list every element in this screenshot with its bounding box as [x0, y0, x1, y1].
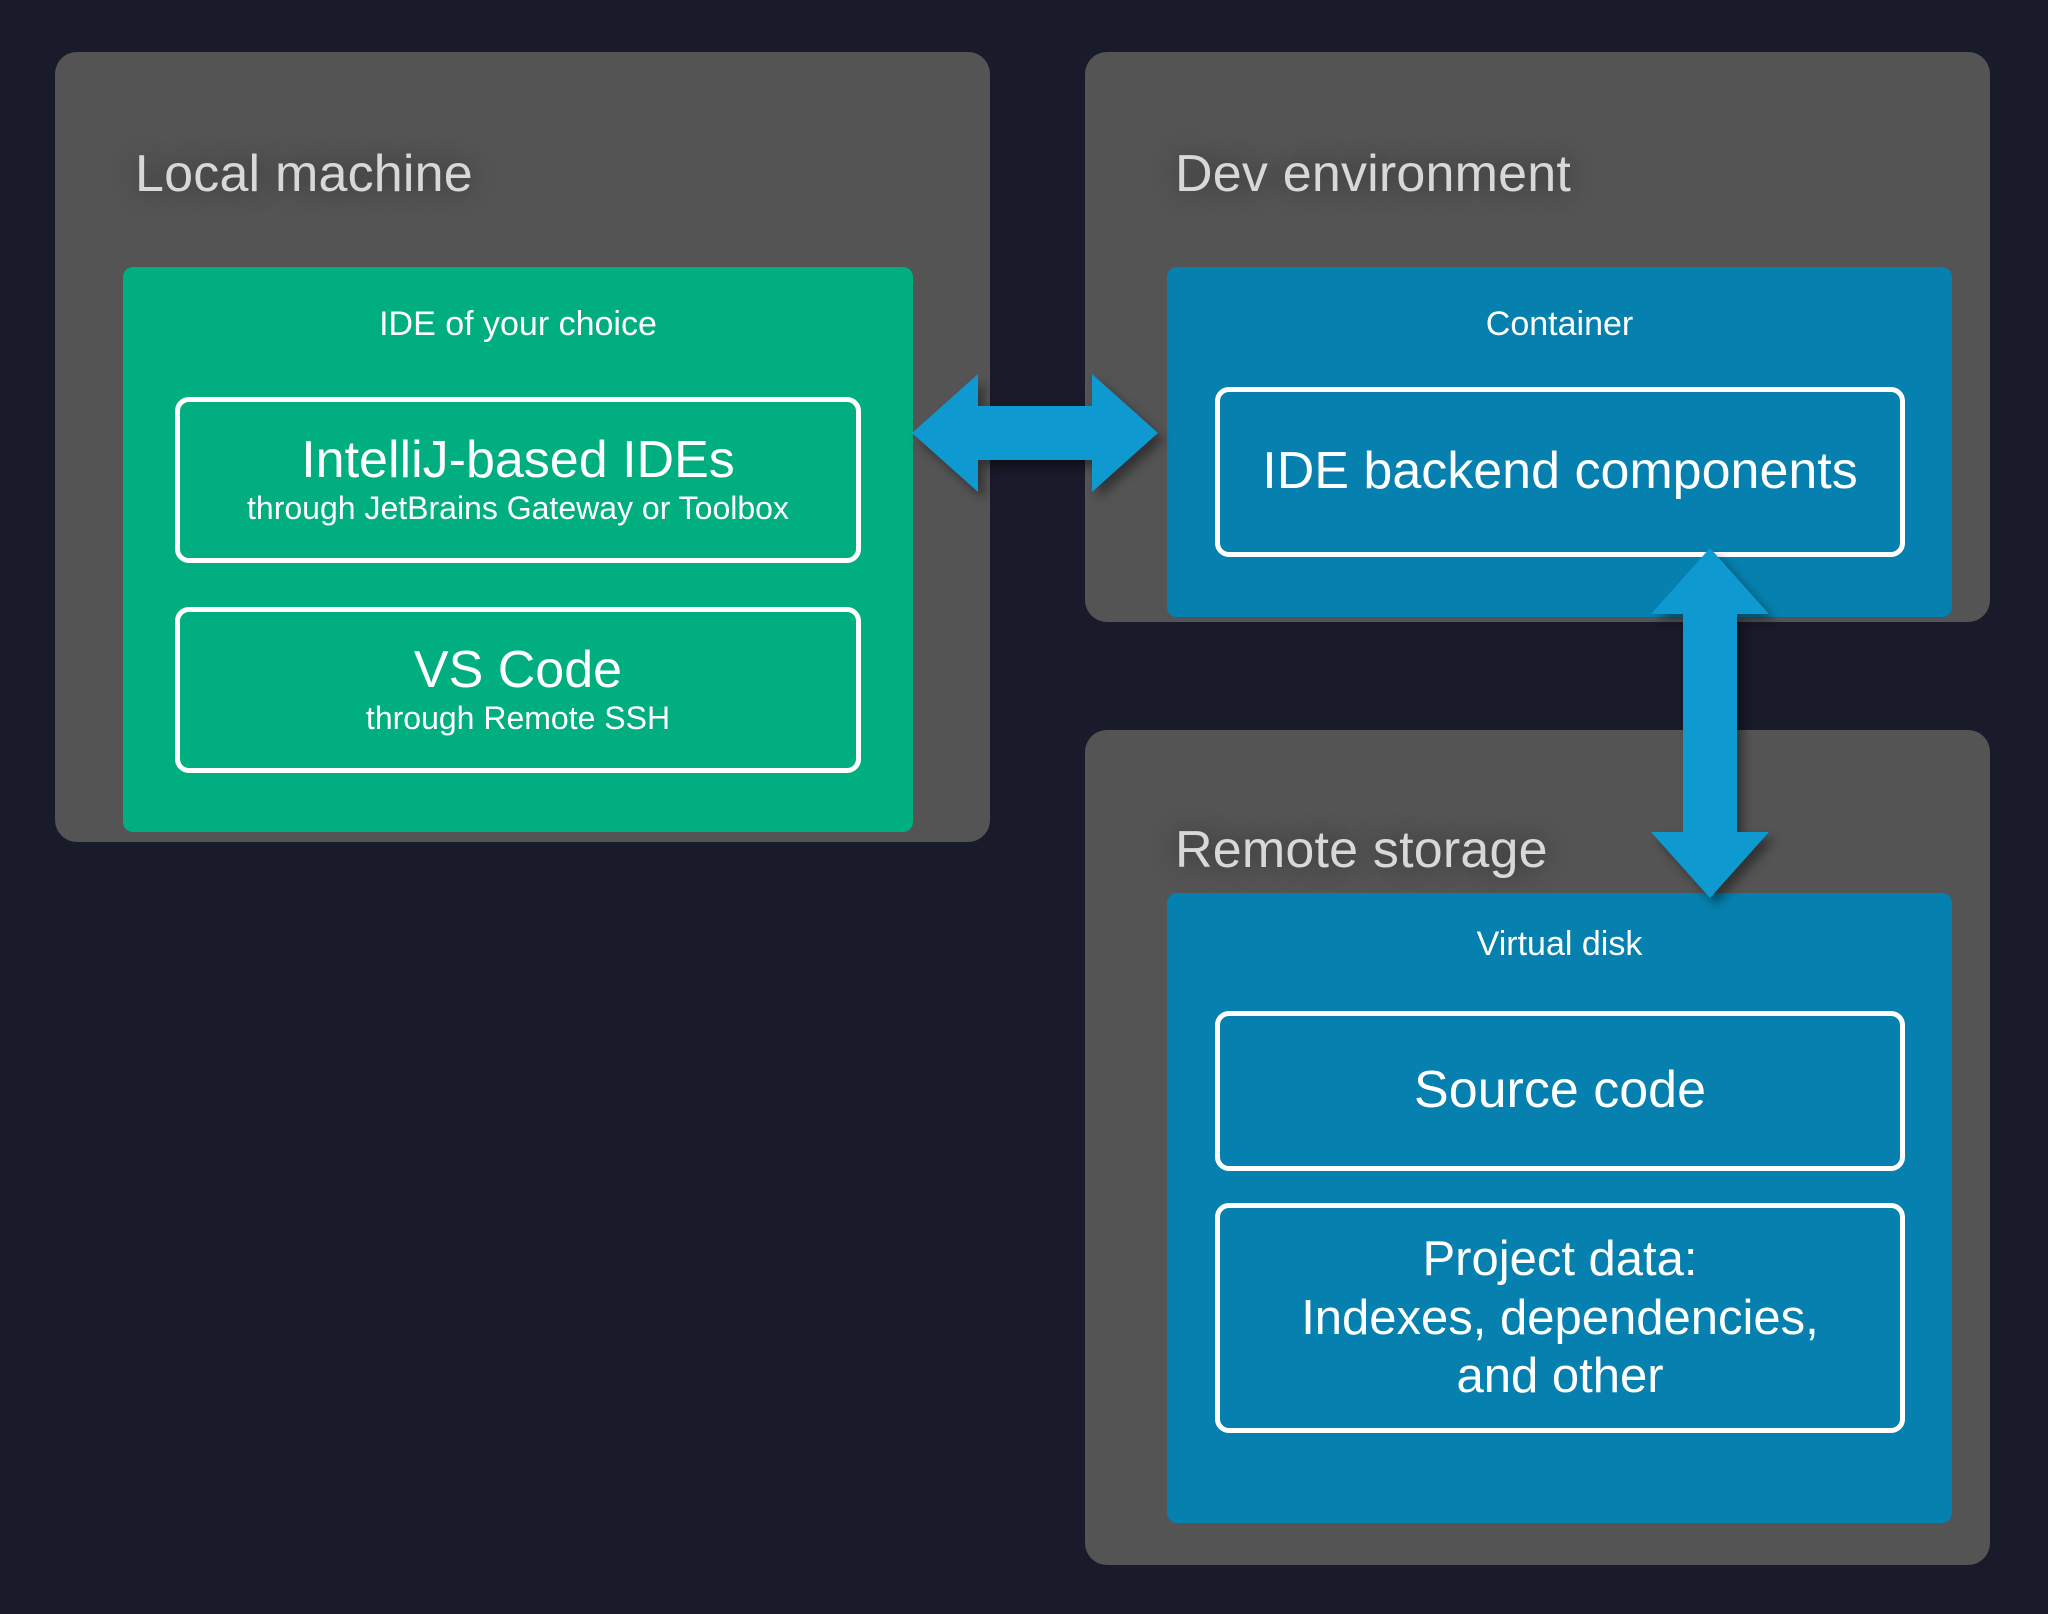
leaf-intellij-based-ides-title: IntelliJ-based IDEs: [301, 431, 735, 490]
group-title-virtual-disk: Virtual disk: [1476, 925, 1643, 963]
group-container: Container IDE backend components: [1167, 267, 1952, 617]
leaf-vs-code-title: VS Code: [413, 641, 623, 700]
group-title-container: Container: [1485, 305, 1634, 343]
double-arrow-vertical-icon: [1645, 548, 1775, 898]
leaf-source-code-title: Source code: [1414, 1061, 1706, 1120]
panel-remote-storage: Remote storage Virtual disk Source code …: [1085, 730, 1990, 1565]
leaf-project-data-line-3: and other: [1456, 1349, 1664, 1404]
leaf-project-data[interactable]: Project data: Indexes, dependencies, and…: [1215, 1203, 1905, 1433]
group-virtual-disk: Virtual disk Source code Project data: I…: [1167, 893, 1952, 1523]
panel-title-dev-environment: Dev environment: [1175, 145, 1572, 203]
leaf-ide-backend-components[interactable]: IDE backend components: [1215, 387, 1905, 557]
leaf-vs-code[interactable]: VS Code through Remote SSH: [175, 607, 861, 773]
group-ide-of-your-choice: IDE of your choice IntelliJ-based IDEs t…: [123, 267, 913, 832]
double-arrow-horizontal-icon: [912, 368, 1158, 498]
double-arrow-vertical-svg: [1651, 548, 1769, 898]
panel-title-local-machine: Local machine: [135, 145, 473, 203]
leaf-source-code[interactable]: Source code: [1215, 1011, 1905, 1171]
panel-title-remote-storage: Remote storage: [1175, 821, 1548, 879]
leaf-intellij-based-ides[interactable]: IntelliJ-based IDEs through JetBrains Ga…: [175, 397, 861, 563]
double-arrow-horizontal-svg: [912, 374, 1158, 492]
panel-local-machine: Local machine IDE of your choice Intelli…: [55, 52, 990, 842]
group-title-ide-of-your-choice: IDE of your choice: [379, 305, 657, 343]
leaf-ide-backend-components-title: IDE backend components: [1262, 442, 1858, 501]
leaf-project-data-line-1: Project data:: [1422, 1231, 1698, 1286]
leaf-intellij-based-ides-subtitle: through JetBrains Gateway or Toolbox: [247, 490, 789, 527]
panel-dev-environment: Dev environment Container IDE backend co…: [1085, 52, 1990, 622]
leaf-project-data-line-2: Indexes, dependencies,: [1301, 1290, 1819, 1345]
leaf-vs-code-subtitle: through Remote SSH: [365, 700, 671, 737]
